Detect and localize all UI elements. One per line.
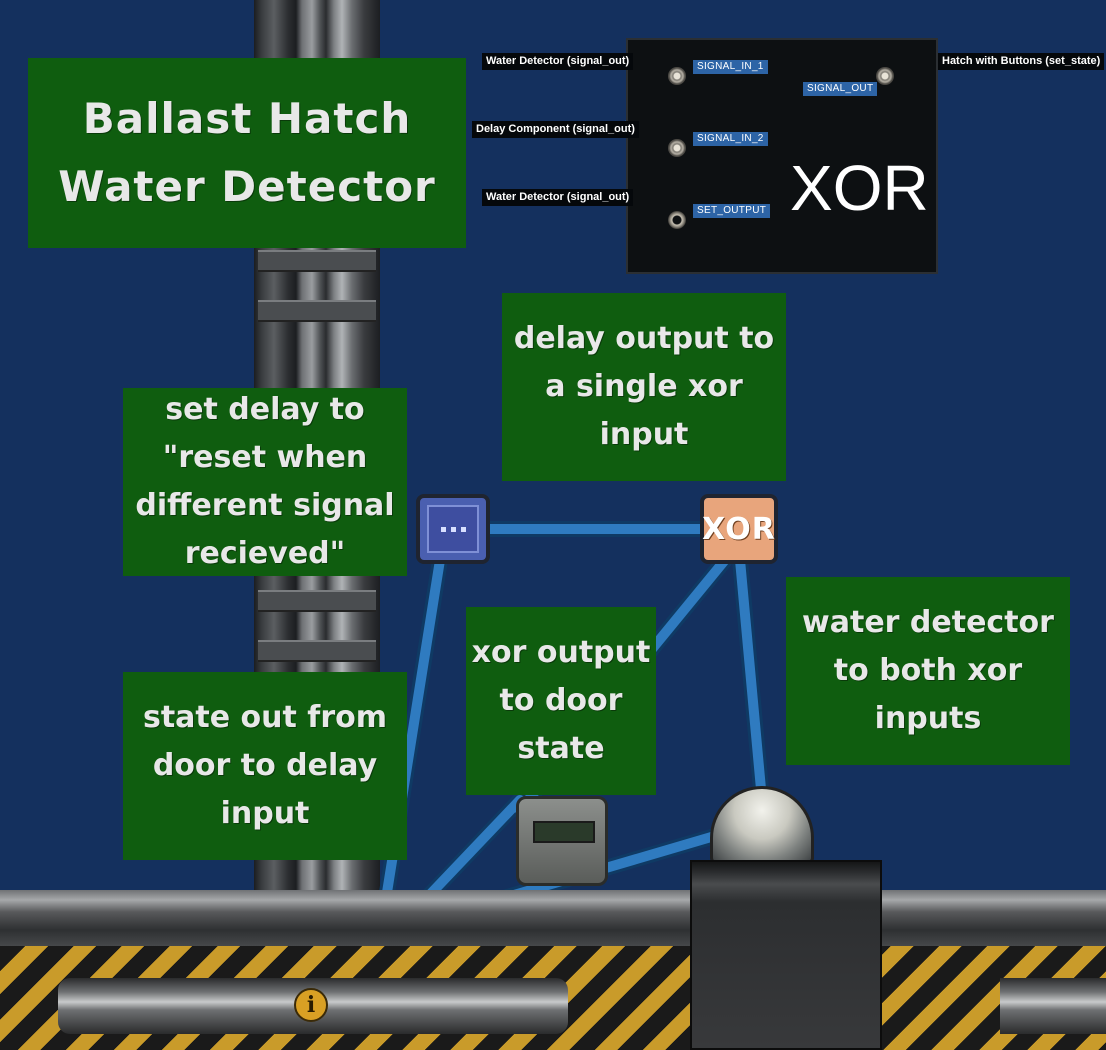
water-detector-note: water detector to both xor inputs — [786, 577, 1070, 765]
delay-indicator-dot — [451, 527, 456, 532]
pipe-clamp — [258, 640, 376, 662]
signal-in-1-pin[interactable] — [668, 67, 686, 85]
floor-beam — [0, 890, 1106, 950]
xor-panel-label: XOR — [790, 152, 929, 224]
water-detector[interactable] — [710, 786, 814, 864]
signal-in-1-label: SIGNAL_IN_1 — [693, 60, 768, 74]
connection-label-delay-component: Delay Component (signal_out) — [472, 121, 639, 138]
button-slot — [533, 821, 595, 843]
title-note: Ballast Hatch Water Detector — [28, 58, 466, 248]
xor-component[interactable]: XOR — [700, 494, 778, 564]
info-icon[interactable]: i — [294, 988, 328, 1022]
floor-pipe-right — [1000, 978, 1106, 1034]
set-output-pin[interactable] — [668, 211, 686, 229]
ballast-hatch[interactable] — [690, 860, 882, 1050]
state-out-note: state out from door to delay input — [123, 672, 407, 860]
delay-component[interactable] — [416, 494, 490, 564]
set-output-label: SET_OUTPUT — [693, 204, 771, 218]
delay-component-face — [427, 505, 479, 553]
connection-label-water-detector-in1: Water Detector (signal_out) — [482, 53, 634, 70]
signal-in-2-label: SIGNAL_IN_2 — [693, 132, 768, 146]
set-delay-note: set delay to "reset when different signa… — [123, 388, 407, 576]
wire-detector-to-xor — [735, 555, 767, 805]
door-button-panel[interactable] — [516, 796, 608, 886]
signal-out-pin[interactable] — [876, 67, 894, 85]
connection-label-water-detector-in2: Water Detector (signal_out) — [482, 189, 634, 206]
xor-output-note: xor output to door state — [466, 607, 656, 795]
pipe-clamp — [258, 590, 376, 612]
delay-output-note: delay output to a single xor input — [502, 293, 786, 481]
pipe-clamp — [258, 300, 376, 322]
pipe-clamp — [258, 250, 376, 272]
signal-out-label: SIGNAL_OUT — [803, 82, 878, 96]
delay-indicator-dot — [461, 527, 466, 532]
delay-indicator-dot — [441, 527, 446, 532]
connection-label-hatch: Hatch with Buttons (set_state) — [938, 53, 1105, 70]
signal-in-2-pin[interactable] — [668, 139, 686, 157]
